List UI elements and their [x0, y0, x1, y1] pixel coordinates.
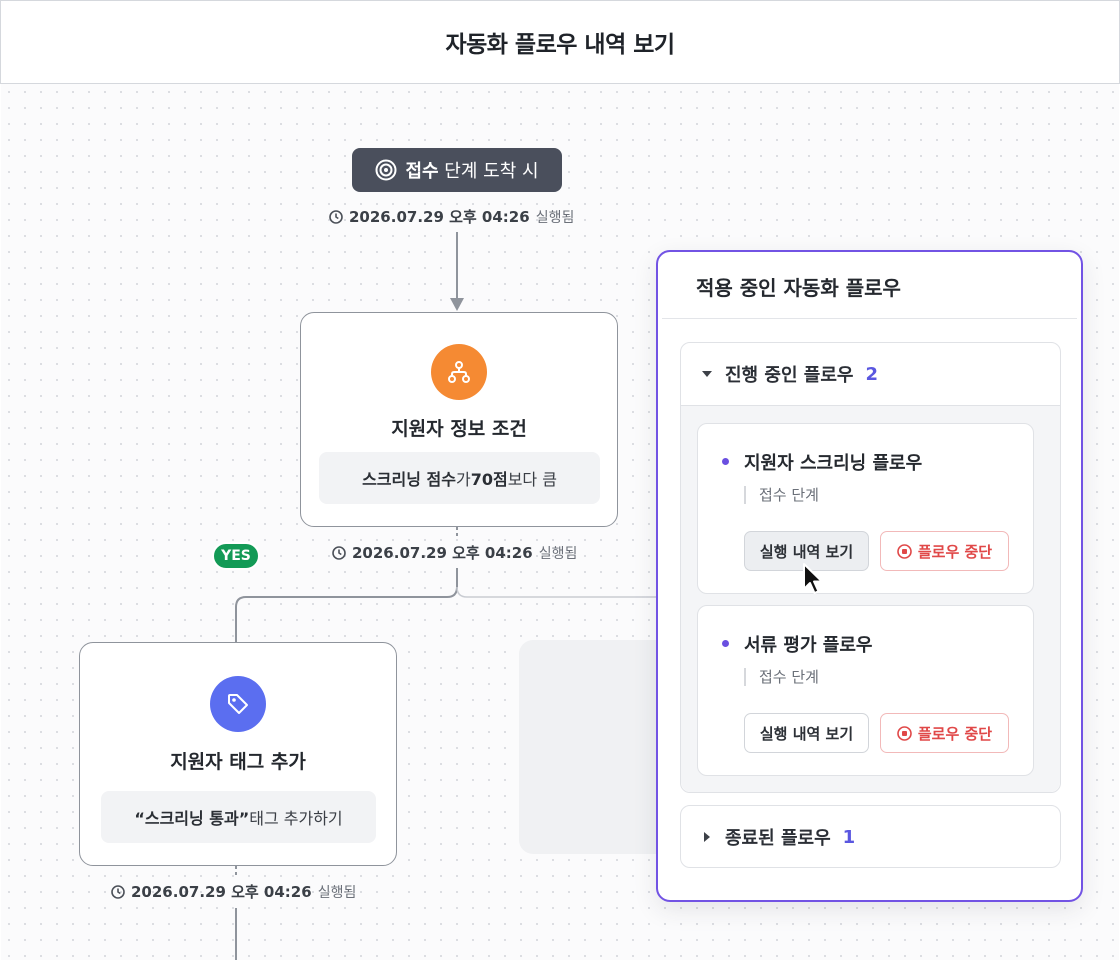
status-text: 실행됨 [535, 209, 575, 226]
clock-icon [332, 545, 346, 560]
page-header: 자동화 플로우 내역 보기 [0, 0, 1120, 84]
status-dot [722, 640, 729, 647]
flow-stage: 접수 단계 [744, 668, 819, 686]
section-count: 1 [842, 826, 856, 848]
status-text: 실행됨 [538, 545, 578, 562]
flow-title: 서류 평가 플로우 [744, 635, 873, 656]
stop-flow-button[interactable]: 플로우 중단 [880, 531, 1009, 571]
tag-node[interactable]: 지원자 태그 추가 “스크리닝 통과” 태그 추가하기 [79, 642, 397, 866]
section-label: 종료된 플로우 [725, 828, 831, 849]
stop-icon [897, 543, 912, 559]
ended-flows-section: 종료된 플로우 1 [680, 805, 1061, 868]
timestamp-text: 2026.07.29 오후 04:26 [352, 544, 533, 562]
branch-icon [431, 344, 487, 400]
flow-card: 서류 평가 플로우 접수 단계 실행 내역 보기 플로우 중단 [697, 605, 1034, 776]
panel-title: 적용 중인 자동화 플로우 [696, 276, 901, 300]
node-title: 지원자 태그 추가 [170, 751, 306, 773]
active-flows-list: 지원자 스크리닝 플로우 접수 단계 실행 내역 보기 플로우 중단 서류 평가… [681, 405, 1060, 792]
view-history-button[interactable]: 실행 내역 보기 [744, 713, 869, 753]
stop-label: 플로우 중단 [917, 542, 993, 561]
flow-title: 지원자 스크리닝 플로우 [744, 453, 923, 474]
active-flows-panel: 적용 중인 자동화 플로우 진행 중인 플로우 2 지원자 스크리닝 플로우 접… [656, 250, 1083, 902]
flow-card: 지원자 스크리닝 플로우 접수 단계 실행 내역 보기 플로우 중단 [697, 423, 1034, 594]
tag-action-text: “스크리닝 통과” 태그 추가하기 [101, 791, 376, 843]
target-icon [375, 159, 397, 181]
trigger-label: 단계 도착 시 [438, 161, 539, 182]
tag-icon [210, 676, 266, 732]
flow-stage: 접수 단계 [744, 486, 819, 504]
trigger-node[interactable]: 접수 단계 도착 시 [352, 148, 562, 192]
caret-right-icon [704, 832, 710, 842]
stop-flow-button[interactable]: 플로우 중단 [880, 713, 1009, 753]
trigger-stage: 접수 [405, 161, 439, 182]
view-history-button[interactable]: 실행 내역 보기 [744, 531, 869, 571]
timestamp-text: 2026.07.29 오후 04:26 [349, 208, 530, 226]
clock-icon [111, 884, 125, 899]
flow-connectors [235, 232, 661, 960]
section-count: 2 [865, 363, 878, 385]
section-label: 진행 중인 플로우 [725, 365, 854, 386]
ended-flows-toggle[interactable]: 종료된 플로우 1 [681, 806, 1060, 868]
stop-icon [897, 725, 912, 741]
active-flows-section: 진행 중인 플로우 2 지원자 스크리닝 플로우 접수 단계 실행 내역 보기 … [680, 342, 1061, 793]
active-flows-toggle[interactable]: 진행 중인 플로우 2 [681, 343, 1060, 405]
divider [662, 318, 1077, 319]
status-dot [722, 458, 729, 465]
tag-timestamp: 2026.07.29 오후 04:26 실행됨 [111, 881, 356, 902]
yes-branch-badge: YES [212, 542, 260, 570]
caret-down-icon [702, 371, 712, 377]
stop-label: 플로우 중단 [917, 724, 993, 743]
clock-icon [329, 209, 343, 224]
timestamp-text: 2026.07.29 오후 04:26 [131, 883, 312, 901]
condition-timestamp: 2026.07.29 오후 04:26 실행됨 [332, 542, 577, 563]
page-title: 자동화 플로우 내역 보기 [445, 32, 675, 58]
status-text: 실행됨 [317, 884, 357, 901]
mouse-cursor-icon [803, 563, 823, 594]
trigger-timestamp: 2026.07.29 오후 04:26 실행됨 [329, 206, 574, 227]
node-title: 지원자 정보 조건 [391, 418, 527, 440]
